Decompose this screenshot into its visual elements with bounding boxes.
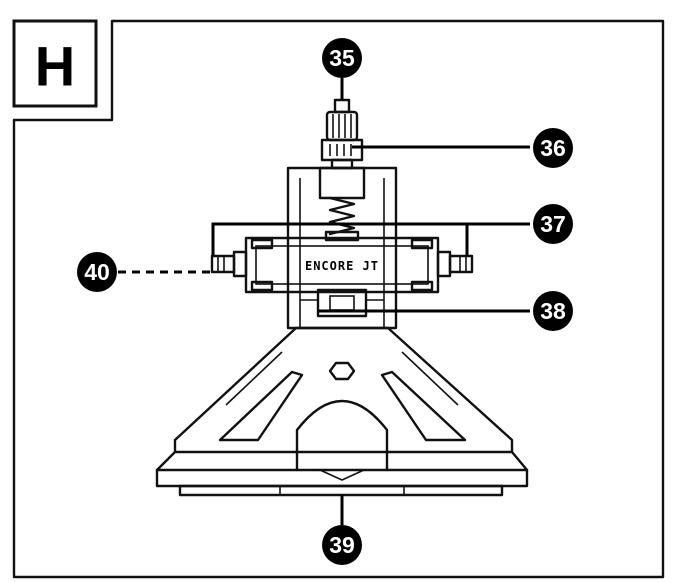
base-window-right [380, 370, 467, 442]
callout-label: 39 [329, 532, 355, 558]
section-tab-box [12, 19, 98, 108]
base-window-left [218, 370, 304, 442]
spring [328, 196, 356, 236]
callout-38: 38 [533, 291, 573, 331]
base-arch [295, 399, 389, 472]
hex-nut [328, 361, 356, 381]
callout-37: 37 [533, 204, 573, 244]
callout-39: 39 [322, 525, 362, 565]
knob-body [325, 110, 359, 142]
tower-column [286, 166, 398, 330]
brand-label: ENCORE JT [305, 259, 379, 273]
section-label: H [35, 35, 75, 98]
scale-collar [320, 138, 364, 170]
base-skirt [155, 326, 529, 472]
outer-frame [12, 19, 665, 579]
base-feet [178, 484, 504, 497]
base-plate [155, 468, 529, 488]
base-stand [155, 326, 529, 497]
callout-label: 38 [540, 298, 566, 324]
tower-outer [286, 166, 398, 330]
leader-37 [211, 222, 530, 256]
clamp-screw-right [436, 250, 474, 278]
callout-36: 36 [533, 128, 573, 168]
callout-label: 36 [540, 135, 566, 161]
cross-slide: ENCORE JT [244, 230, 440, 294]
callout-40: 40 [77, 252, 117, 292]
callout-label: 35 [329, 45, 355, 71]
callout-label: 40 [84, 259, 110, 285]
section-tab: H [12, 19, 98, 108]
clamp-screw-left [210, 250, 248, 278]
adjustment-knob [325, 98, 359, 142]
callout-label: 37 [540, 211, 566, 237]
callout-35: 35 [322, 38, 362, 78]
